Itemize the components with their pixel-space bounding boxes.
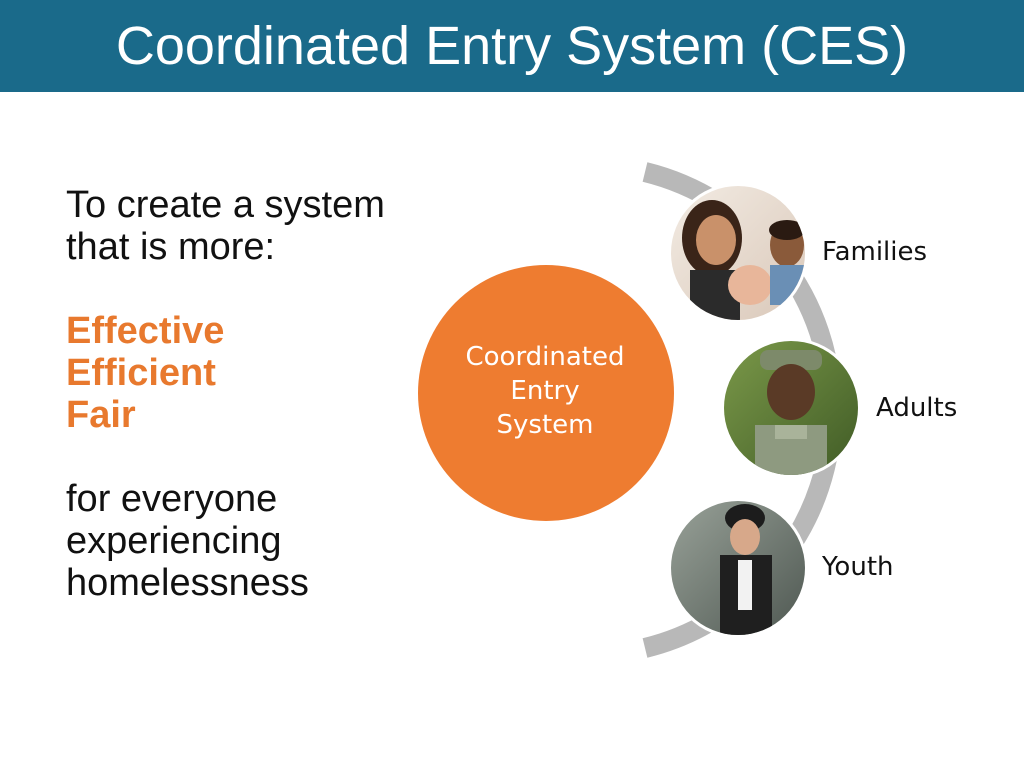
- youth-label: Youth: [822, 552, 894, 582]
- center-label: Coordinated Entry System: [440, 340, 650, 442]
- youth-photo-icon: [668, 498, 808, 638]
- intro-line-1: To create a system: [66, 184, 385, 226]
- center-label-line-1: Coordinated: [465, 342, 625, 372]
- adults-label: Adults: [876, 393, 958, 423]
- closing-line-2: experiencing: [66, 520, 282, 562]
- quality-fair: Fair: [66, 394, 136, 436]
- page-title: Coordinated Entry System (CES): [115, 16, 909, 76]
- families-label: Families: [822, 237, 928, 267]
- title-bar: [0, 0, 1024, 92]
- center-label-line-2: Entry: [510, 376, 580, 406]
- center-label-line-3: System: [496, 410, 594, 440]
- family-photo-icon: [668, 183, 808, 323]
- quality-efficient: Efficient: [66, 352, 216, 394]
- quality-effective: Effective: [66, 310, 225, 352]
- intro-line-2: that is more:: [66, 226, 276, 268]
- closing-line-3: homelessness: [66, 562, 309, 604]
- intro-text: To create a system that is more: Effecti…: [66, 184, 426, 604]
- closing-line-1: for everyone: [66, 478, 278, 520]
- center-circle: [418, 265, 674, 521]
- soldier-photo-icon: [721, 338, 861, 478]
